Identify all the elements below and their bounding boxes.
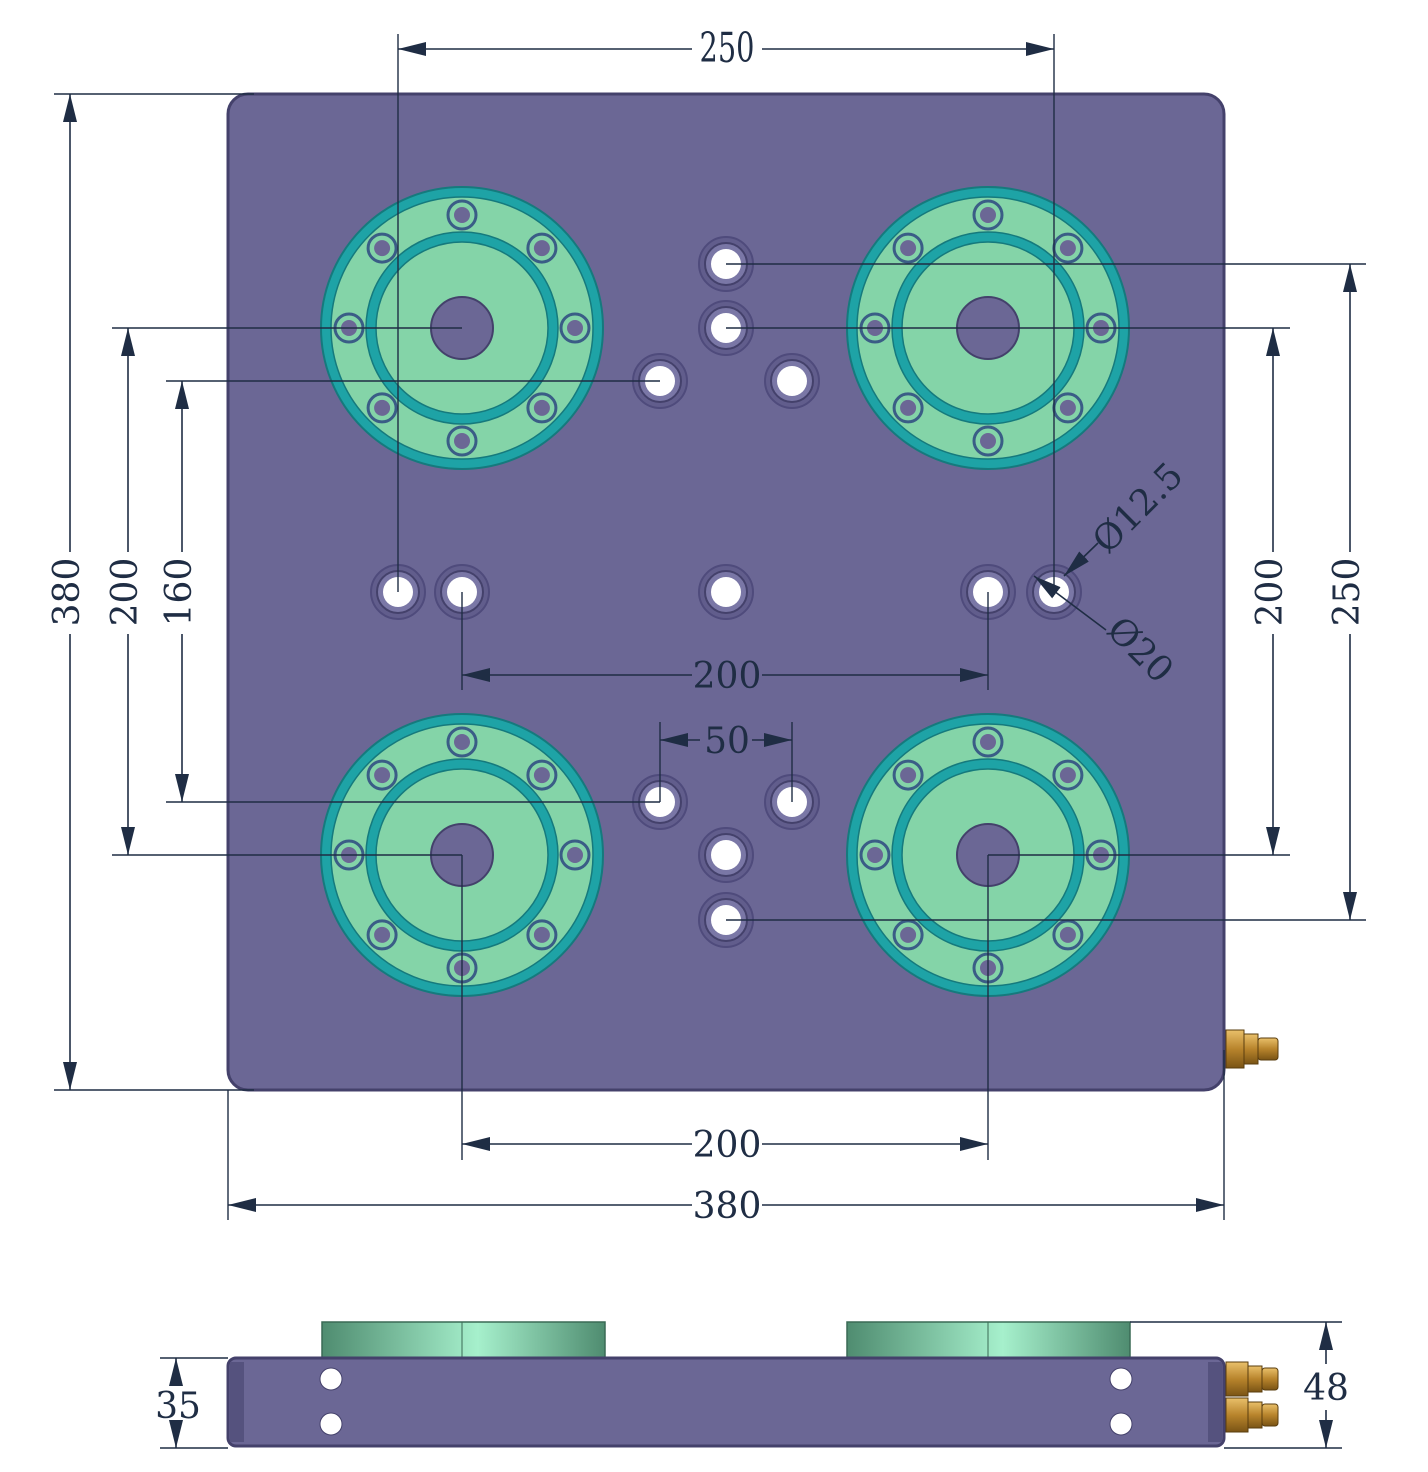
bolt-head [533,240,550,257]
bolt-head [1059,926,1076,943]
bolt-head [980,433,996,449]
bolt-head [567,847,583,863]
bolt-head [900,926,917,943]
side-view: 35 48 [155,1321,1349,1449]
side-hole [319,1367,343,1391]
bolt-head [533,399,550,416]
mounting-hole [711,577,741,607]
dimension-lines [54,34,1366,1220]
dim-left-overall: 380 [47,558,88,627]
bolt-head [900,767,917,784]
chuck-cylinder-left [321,1321,606,1359]
dim-left-outer: 200 [105,558,146,627]
bolt-head [454,433,470,449]
bolt-head [980,734,996,750]
bolt-head [533,767,550,784]
side-hole [1109,1367,1133,1391]
mounting-hole [711,840,741,870]
bolt-head [374,767,391,784]
bolt-head [374,240,391,257]
bolt-head [900,240,917,257]
air-fitting-top [1225,1029,1279,1069]
dim-overall-width: 380 [693,1186,762,1227]
dim-bottom-span: 200 [693,1125,762,1166]
dim-small-span: 50 [704,721,750,762]
dim-plate-height: 35 [155,1386,201,1427]
side-hole [1109,1412,1133,1436]
side-hole [319,1412,343,1436]
bolt-head [900,399,917,416]
dim-total-height: 48 [1303,1368,1349,1409]
bolt-head [1059,767,1076,784]
bolt-head [867,847,883,863]
bolt-head [567,320,583,336]
bolt-head [533,926,550,943]
bolt-head [1059,399,1076,416]
dim-right-inner: 200 [1250,558,1291,627]
bolt-head [374,926,391,943]
dim-top-span: 250 [700,25,755,73]
bolt-head [454,207,470,223]
dim-right-outer: 250 [1327,558,1368,627]
top-view [226,92,1279,1092]
bolt-head [980,207,996,223]
air-fitting-side [1225,1361,1279,1433]
bolt-head [454,734,470,750]
bolt-head [1059,240,1076,257]
bolt-head [374,399,391,416]
side-plate [226,1356,1226,1448]
mounting-hole [777,366,807,396]
dim-left-inner: 160 [159,558,200,627]
dim-middle-span: 200 [693,656,762,697]
